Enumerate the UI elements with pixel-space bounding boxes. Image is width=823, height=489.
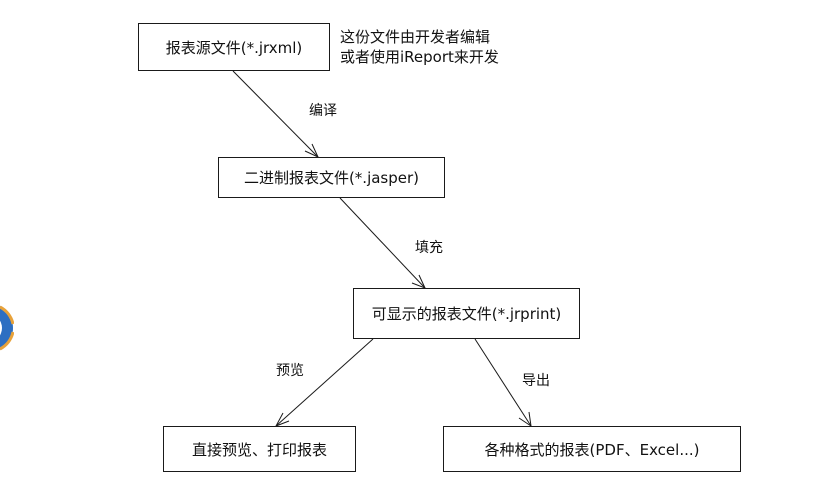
edge-fill-line xyxy=(339,197,426,289)
edge-compile-label: 编译 xyxy=(309,103,337,119)
node-binary-file: 二进制报表文件(*.jasper) xyxy=(218,157,445,198)
node-printable-file: 可显示的报表文件(*.jrprint) xyxy=(353,288,580,339)
source-note: 这份文件由开发者编辑 或者使用iReport来开发 xyxy=(340,27,499,67)
source-note-line1: 这份文件由开发者编辑 xyxy=(340,28,491,46)
edge-compile-line xyxy=(232,70,319,158)
node-preview-print-label: 直接预览、打印报表 xyxy=(191,440,327,459)
edge-export-label: 导出 xyxy=(522,373,550,389)
node-export-formats-label: 各种格式的报表(PDF、Excel...) xyxy=(484,440,700,459)
node-printable-file-label: 可显示的报表文件(*.jrprint) xyxy=(371,305,562,323)
edge-fill-label: 填充 xyxy=(415,240,443,256)
partial-logo-icon xyxy=(0,296,14,360)
source-note-line2: 或者使用iReport来开发 xyxy=(340,48,499,66)
node-export-formats: 各种格式的报表(PDF、Excel...) xyxy=(443,426,741,472)
node-source-file: 报表源文件(*.jrxml) xyxy=(138,23,330,71)
node-source-file-label: 报表源文件(*.jrxml) xyxy=(165,38,303,57)
edge-export-line xyxy=(474,338,532,427)
node-binary-file-label: 二进制报表文件(*.jasper) xyxy=(243,169,420,187)
node-preview-print: 直接预览、打印报表 xyxy=(163,426,356,472)
edge-preview-label: 预览 xyxy=(276,363,304,379)
edge-preview-line xyxy=(275,338,374,427)
